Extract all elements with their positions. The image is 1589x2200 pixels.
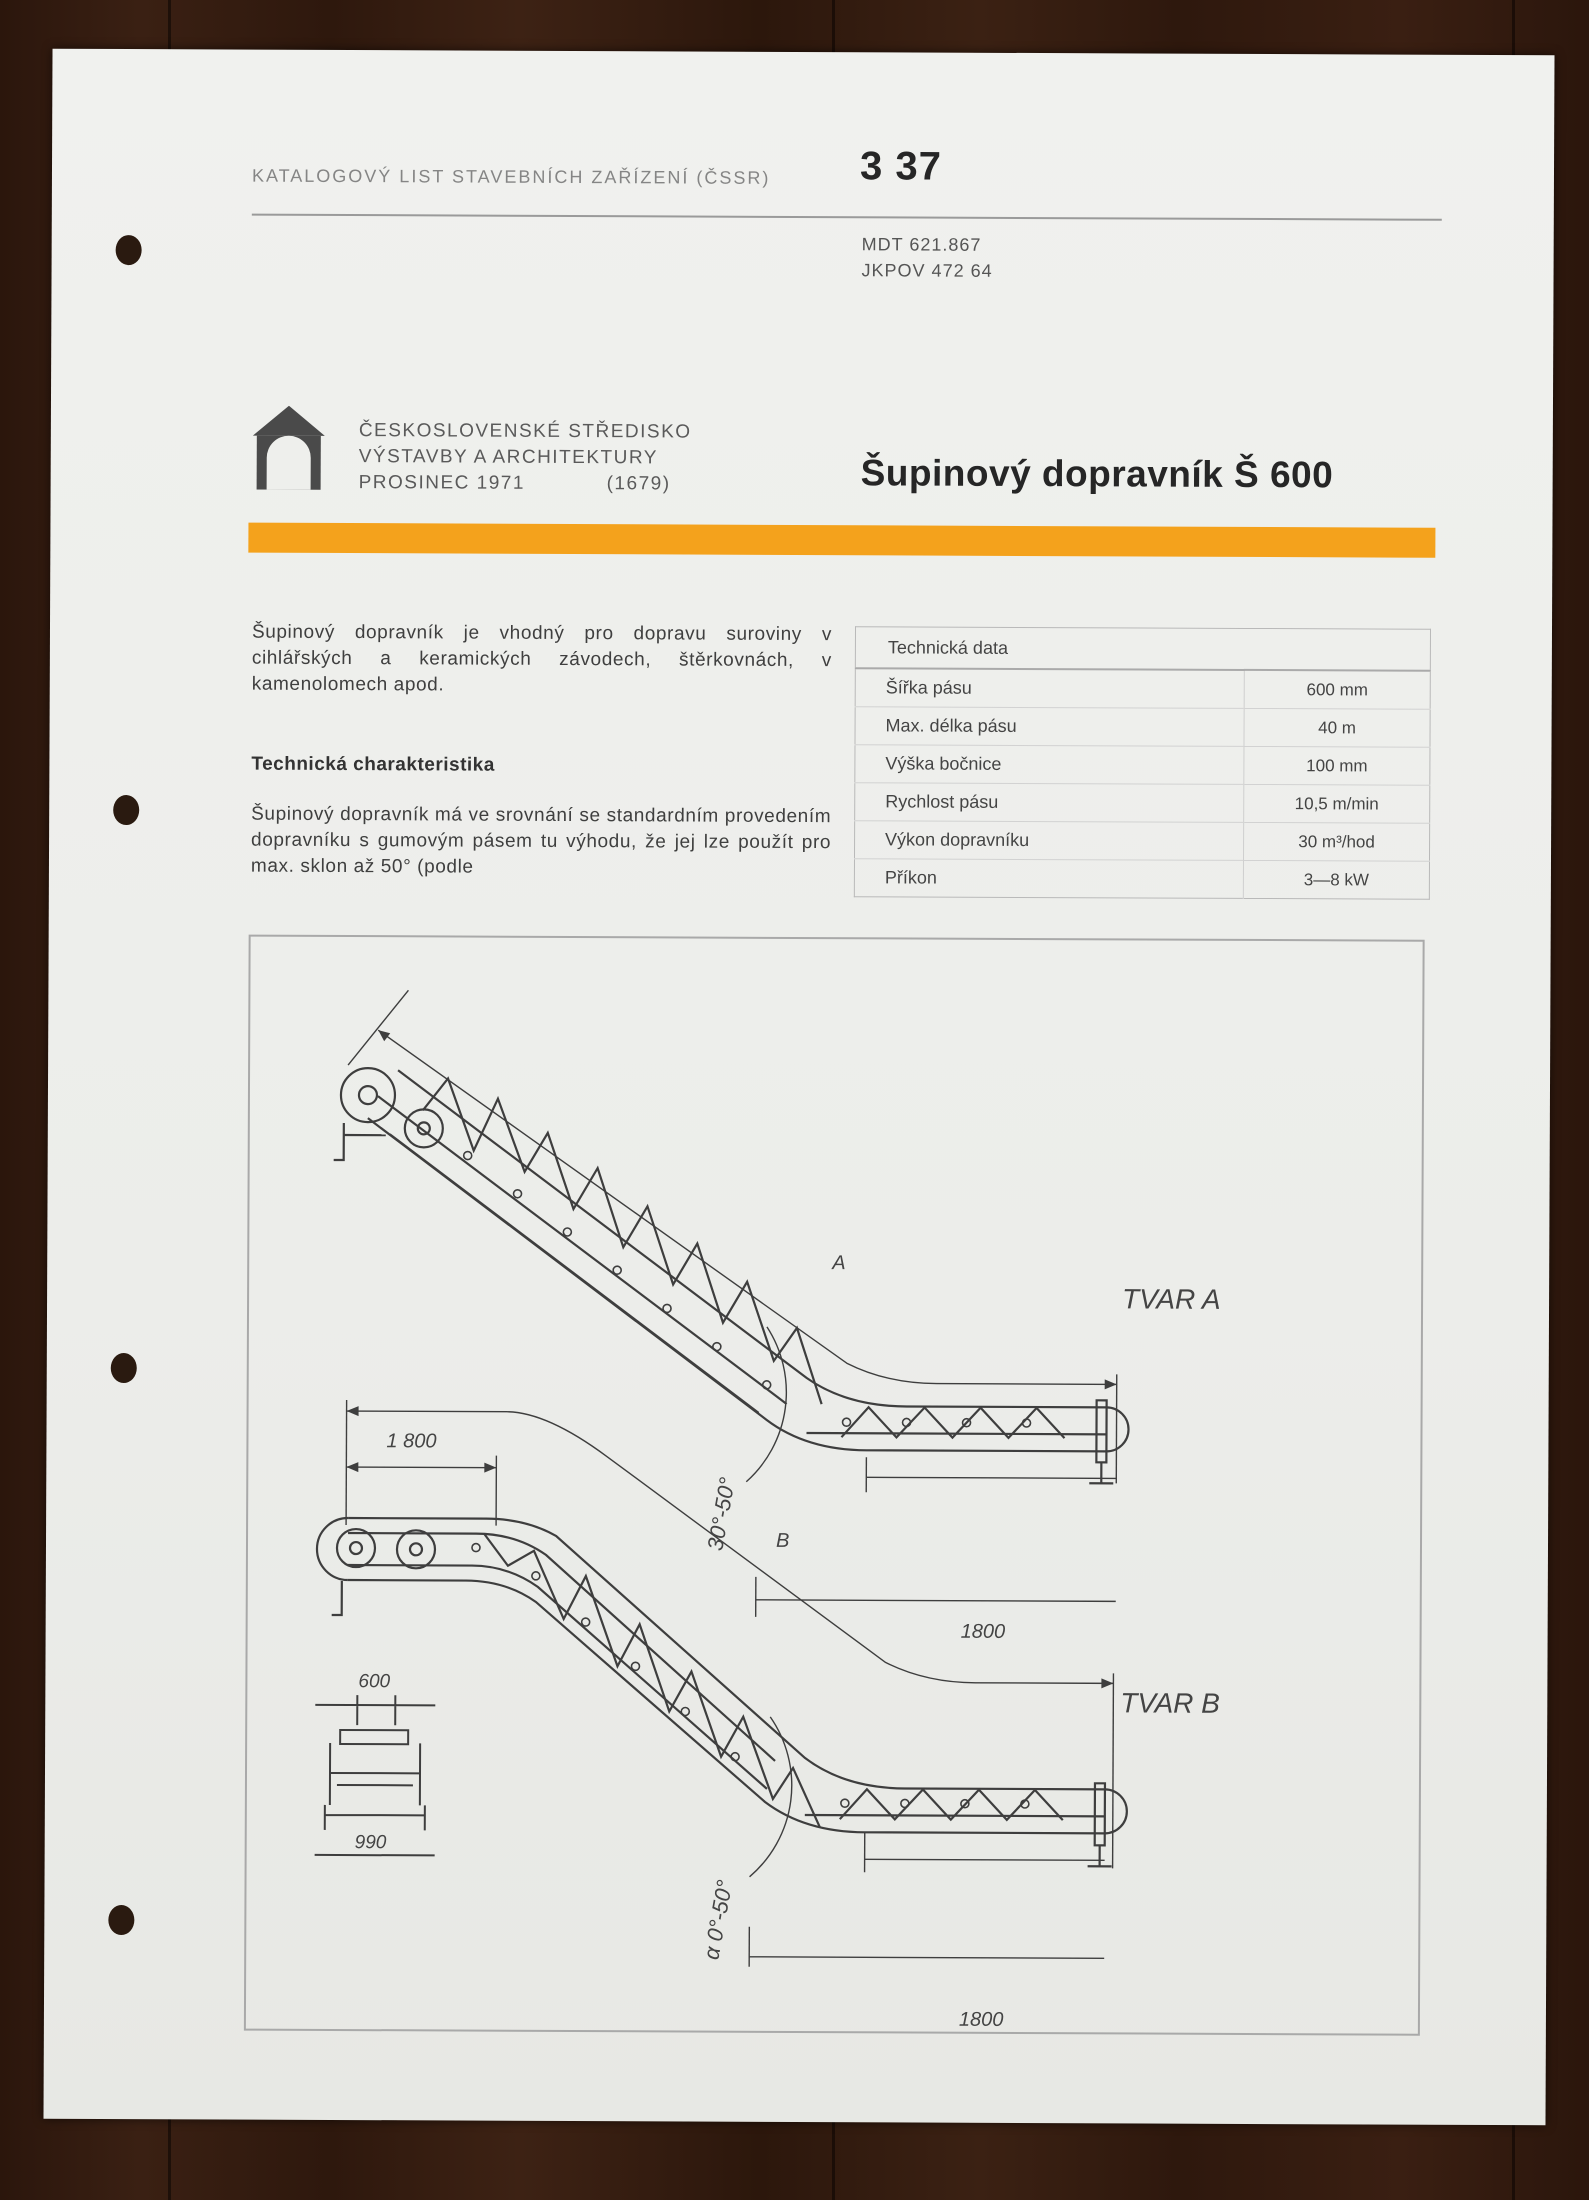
dimension-1800-b: 1800: [959, 2009, 1004, 2031]
conveyor-a-frame: [333, 1067, 1130, 1485]
dimension-a-label: A: [831, 1252, 845, 1274]
dimension-1800-a: 1800: [961, 1621, 1006, 1643]
row-label: Výkon dopravníku: [854, 820, 1244, 861]
dimension-lines: [345, 989, 1118, 1967]
row-value: 30 m³/hod: [1243, 822, 1430, 862]
page-title: Šupinový dopravník Š 600: [860, 452, 1334, 496]
row-label: Výška bočnice: [854, 744, 1244, 785]
row-label: Rychlost pásu: [854, 782, 1244, 823]
sheet-number: 3 37: [859, 144, 942, 189]
arrow-heads: [346, 1030, 1117, 1689]
row-value: 3—8 kW: [1243, 860, 1430, 900]
catalog-label: KATALOGOVÝ LIST STAVEBNÍCH ZAŘÍZENÍ (ČSS…: [251, 165, 771, 188]
house-logo-icon: [252, 405, 325, 490]
characteristics-paragraph: Šupinový dopravník má ve srovnání se sta…: [250, 803, 832, 878]
tech-data-heading: Technická data: [855, 626, 1431, 671]
angle-b-label: α 0°-50°: [699, 1878, 738, 1962]
row-value: 10,5 m/min: [1243, 784, 1430, 824]
dimension-600: 600: [358, 1671, 390, 1692]
row-value: 100 mm: [1243, 746, 1430, 786]
intro-paragraph: Šupinový dopravník je vhodný pro dopravu…: [251, 621, 833, 696]
row-label: Max. délka pásu: [854, 706, 1245, 747]
conveyor-b-frame: [315, 1516, 1128, 1868]
angle-a-label: 30°-50°: [702, 1475, 740, 1552]
punch-hole: [108, 1904, 135, 1936]
conveyor-drawing: TVAR A TVAR B A B 1 800 1800 1800 30°-50…: [314, 989, 1221, 2031]
punch-hole: [113, 795, 140, 826]
punch-hole: [110, 1352, 137, 1384]
dimension-1800-top: 1 800: [386, 1430, 436, 1452]
org-line-1: ČESKOSLOVENSKÉ STŘEDISKO: [358, 420, 692, 443]
cross-section: [314, 1695, 436, 1857]
org-line-2: VÝSTAVBY A ARCHITEKTURY: [358, 446, 658, 469]
dimension-b-label: B: [776, 1530, 789, 1552]
catalog-sheet: KATALOGOVÝ LIST STAVEBNÍCH ZAŘÍZENÍ (ČSS…: [43, 48, 1555, 2126]
mdt-code: MDT 621.867: [861, 234, 982, 255]
row-label: Příkon: [854, 858, 1244, 899]
characteristics-heading: Technická charakteristika: [251, 753, 495, 776]
dimension-990: 990: [355, 1832, 387, 1853]
rivet-dots: [462, 1150, 1032, 1809]
tvar-b-label: TVAR B: [1120, 1687, 1220, 1718]
orange-band: [248, 522, 1436, 558]
punch-hole: [115, 235, 142, 266]
row-value: 40 m: [1243, 708, 1431, 748]
jkpov-code: JKPOV 472 64: [861, 260, 993, 281]
header-rule: [251, 213, 1442, 221]
tvar-a-label: TVAR A: [1122, 1283, 1221, 1314]
org-code: (1679): [606, 473, 671, 495]
row-label: Šířka pásu: [855, 668, 1245, 709]
org-date: PROSINEC 1971: [358, 472, 525, 494]
row-value: 600 mm: [1244, 669, 1431, 710]
